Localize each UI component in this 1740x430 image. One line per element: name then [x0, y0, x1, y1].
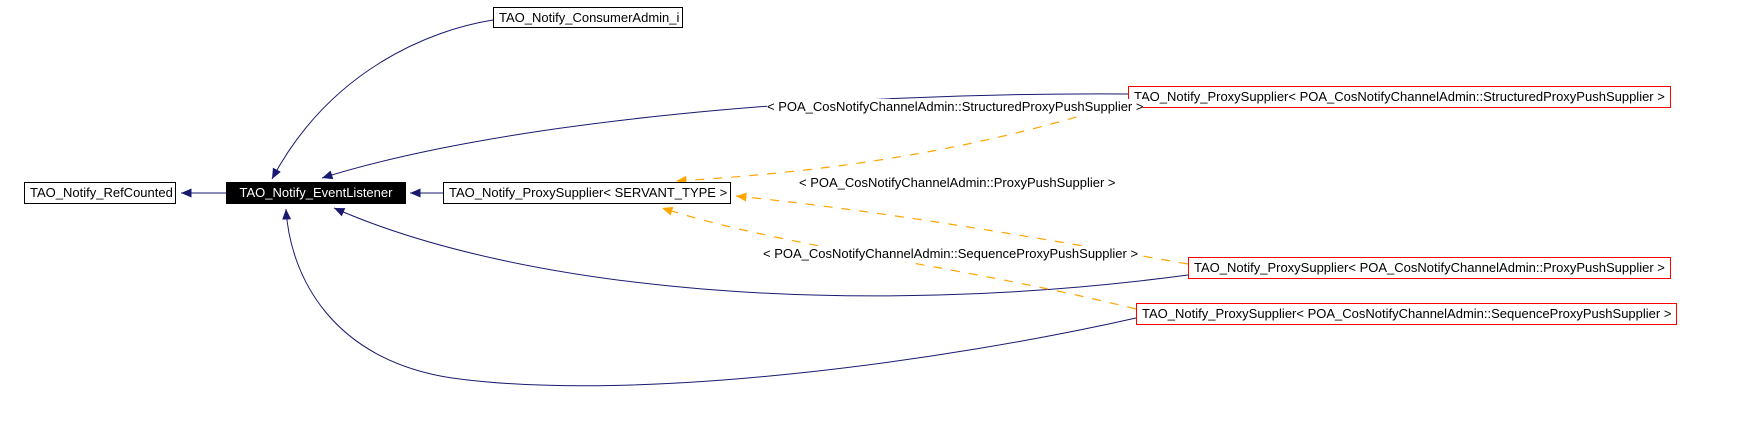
inheritance-edge-push-to-eventlistener: [333, 207, 1189, 297]
inheritance-edge-structured-to-eventlistener: [321, 93, 1129, 180]
node-tao-notify-eventlistener: TAO_Notify_EventListener: [226, 182, 406, 204]
template-args-label-push: < POA_CosNotifyChannelAdmin::ProxyPushSu…: [799, 175, 1116, 191]
node-proxy-supplier-push[interactable]: TAO_Notify_ProxySupplier< POA_CosNotifyC…: [1188, 257, 1671, 279]
template-args-label-structured: < POA_CosNotifyChannelAdmin::StructuredP…: [767, 99, 1144, 115]
template-edge-structured-to-servanttemplate: [675, 100, 1129, 185]
node-proxy-supplier-template[interactable]: TAO_Notify_ProxySupplier< SERVANT_TYPE >: [443, 182, 731, 204]
inheritance-edge-consumeradmin-to-eventlistener: [271, 19, 494, 180]
inheritance-edge-sequence-to-eventlistener: [282, 208, 1137, 387]
template-edge-sequence-to-servanttemplate: [661, 206, 1137, 310]
node-proxy-supplier-sequence[interactable]: TAO_Notify_ProxySupplier< POA_CosNotifyC…: [1136, 303, 1678, 325]
node-tao-notify-refcounted[interactable]: TAO_Notify_RefCounted: [24, 182, 176, 204]
node-proxy-supplier-structured[interactable]: TAO_Notify_ProxySupplier< POA_CosNotifyC…: [1128, 86, 1671, 108]
template-edge-push-to-servanttemplate: [735, 192, 1189, 265]
node-tao-notify-consumeradmin[interactable]: TAO_Notify_ConsumerAdmin_i: [493, 7, 683, 28]
template-args-label-sequence: < POA_CosNotifyChannelAdmin::SequencePro…: [763, 246, 1139, 262]
